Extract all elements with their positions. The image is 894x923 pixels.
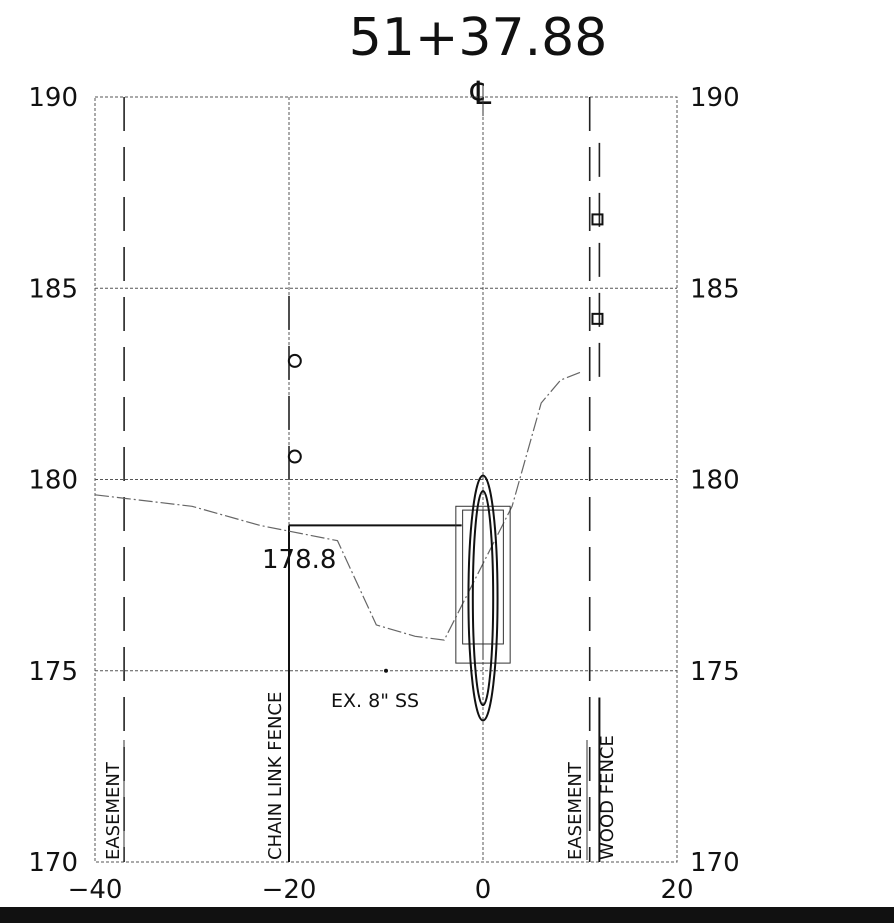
x-tick-label: −40: [68, 875, 123, 905]
y-tick-label-right: 175: [690, 657, 740, 687]
y-tick-label-left: 175: [28, 657, 78, 687]
existing-ground-profile: [94, 371, 581, 641]
manhole-ellipse-outer: [467, 474, 499, 722]
y-tick-label-right: 180: [690, 466, 740, 496]
manhole-box-outer: [455, 505, 511, 664]
utility-symbols: [287, 213, 604, 673]
utility-square-symbol: [591, 312, 604, 325]
feature-lines: [123, 85, 601, 862]
x-tick-label: −20: [262, 875, 317, 905]
y-tick-label-right: 185: [690, 274, 740, 304]
elevation-label: 178.8: [262, 545, 336, 575]
easement-left-label: EASEMENT: [103, 761, 124, 860]
centerline-symbol: ℄: [470, 74, 492, 112]
manhole-ellipse-inner: [471, 489, 495, 707]
utility-square-symbol: [591, 213, 604, 226]
y-axis-labels-left: 170 175 180 185 190: [28, 83, 78, 878]
pipe-label: EX. 8" SS: [331, 690, 419, 712]
y-tick-label-left: 190: [28, 83, 78, 113]
y-tick-label-right: 170: [690, 848, 740, 878]
utility-circle-symbol: [287, 449, 302, 464]
y-tick-label-left: 170: [28, 848, 78, 878]
easement-right-label: EASEMENT: [565, 761, 586, 860]
x-axis-labels: −40 −20 0 20: [68, 875, 694, 905]
y-tick-label-right: 190: [690, 83, 740, 113]
manhole-structure: [455, 474, 511, 722]
pipe-marker: [384, 668, 388, 673]
x-tick-label: 20: [660, 875, 693, 905]
x-tick-label: 0: [475, 875, 492, 905]
station-label: 51+37.88: [349, 8, 608, 68]
chain-link-fence-label: CHAIN LINK FENCE: [265, 692, 286, 860]
y-tick-label-left: 185: [28, 274, 78, 304]
wood-fence-label: WOOD FENCE: [597, 735, 618, 860]
y-tick-label-left: 180: [28, 466, 78, 496]
y-axis-labels-right: 170 175 180 185 190: [690, 83, 740, 878]
bottom-border-bar: [0, 907, 894, 923]
utility-circle-symbol: [287, 353, 302, 368]
